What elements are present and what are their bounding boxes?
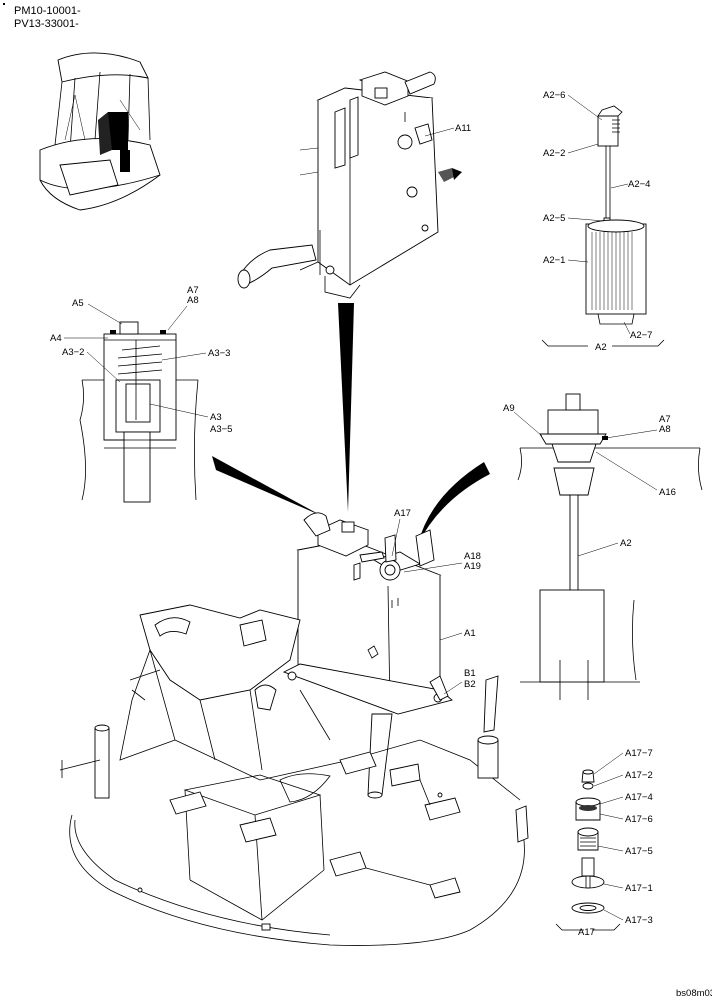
exploded-parts-A17 xyxy=(555,769,621,931)
label-A2-1: A2−1 xyxy=(543,255,565,266)
label-A17-2: A17−2 xyxy=(625,770,653,781)
label-A3-5: A3−5 xyxy=(210,424,232,435)
label-A2-right: A2 xyxy=(620,538,632,549)
model-code-2: PV13-33001- xyxy=(14,18,79,30)
machine-upper-frame xyxy=(59,604,529,946)
label-B2: B2 xyxy=(464,679,476,690)
label-A8-right: A8 xyxy=(659,424,671,435)
corner-mark xyxy=(3,3,5,5)
label-A2-4: A2−4 xyxy=(628,179,650,190)
label-A17: A17 xyxy=(394,508,411,519)
label-A2-5: A2−5 xyxy=(543,213,565,224)
label-A2-7: A2−7 xyxy=(630,330,652,341)
tank-main-assembly xyxy=(282,512,453,799)
label-A2-group: A2 xyxy=(595,342,607,353)
tank-upper-view xyxy=(237,71,462,299)
drawing-code: bs08m035 xyxy=(676,988,712,999)
label-A17-3: A17−3 xyxy=(625,915,653,926)
label-A3-2: A3−2 xyxy=(62,347,84,358)
label-A17-5: A17−5 xyxy=(625,846,653,857)
label-A2-6: A2−6 xyxy=(543,90,565,101)
label-A11: A11 xyxy=(455,123,471,134)
pointer-wedge-left xyxy=(212,456,322,516)
label-A8-left: A8 xyxy=(187,295,199,306)
label-A17-1: A17−1 xyxy=(625,883,653,894)
label-A17-4: A17−4 xyxy=(625,792,653,803)
label-B1: B1 xyxy=(464,668,476,679)
label-A7-right: A7 xyxy=(659,414,671,425)
label-A16: A16 xyxy=(659,487,676,498)
label-A3: A3 xyxy=(210,412,222,423)
pointer-wedge-upper xyxy=(338,303,354,512)
pointer-wedge-right xyxy=(418,462,490,544)
label-A4: A4 xyxy=(50,333,62,344)
label-A2-2: A2−2 xyxy=(543,148,565,159)
label-A3-3: A3−3 xyxy=(208,348,230,359)
machine-overview-illustration xyxy=(39,52,161,211)
label-A7-left: A7 xyxy=(187,285,199,296)
cap-section-detail-A3 xyxy=(79,321,199,503)
model-code-1: PM10-10001- xyxy=(14,5,81,17)
label-A1: A1 xyxy=(464,628,476,639)
label-A17-6: A17−6 xyxy=(625,814,653,825)
label-A19: A19 xyxy=(464,561,481,572)
label-A17-7: A17−7 xyxy=(625,748,653,759)
label-A18: A18 xyxy=(464,551,481,562)
cap-section-detail-A16 xyxy=(517,393,703,700)
filter-detail-A2 xyxy=(541,105,665,347)
label-A5: A5 xyxy=(72,298,84,309)
label-A9: A9 xyxy=(503,403,515,414)
label-A17-group: A17 xyxy=(578,927,595,938)
